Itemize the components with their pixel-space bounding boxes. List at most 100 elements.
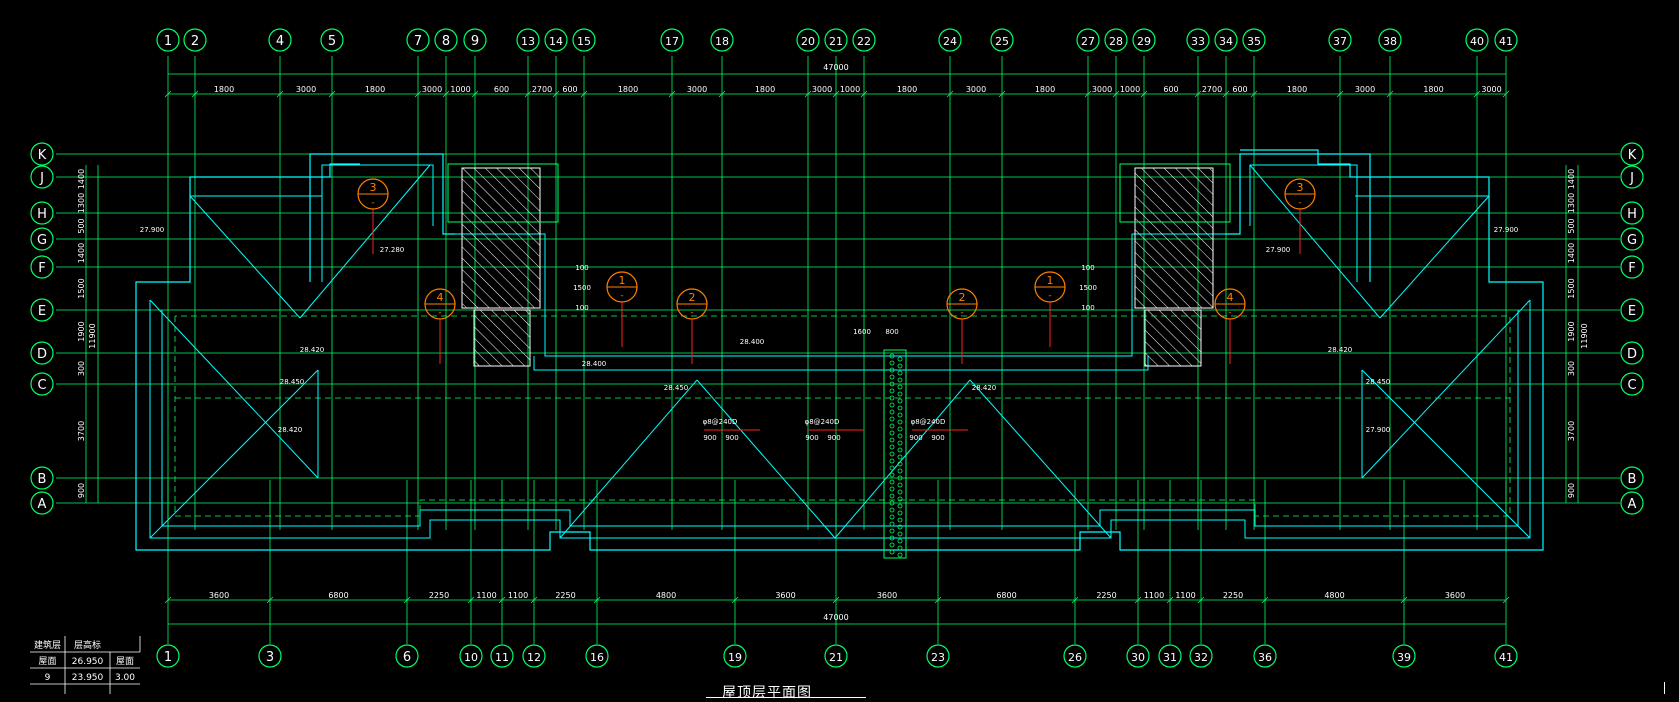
joint-dot xyxy=(889,409,895,415)
dim-tick xyxy=(276,90,284,98)
axis-bubble-label: E xyxy=(1628,304,1636,319)
axis-bubble-circle xyxy=(572,28,596,52)
axis-top-33: 33 xyxy=(1186,28,1210,52)
dim-tick xyxy=(1473,90,1481,98)
axis-bubble-circle xyxy=(522,644,546,668)
small-annotation: 900 xyxy=(909,434,922,442)
axis-right-J: J xyxy=(1620,165,1644,189)
section-tag-number: 2 xyxy=(689,291,696,304)
dim-left-value: 3700 xyxy=(77,421,86,441)
axis-bottom-41: 41 xyxy=(1494,644,1518,668)
joint-dot xyxy=(889,430,895,436)
joint-dot xyxy=(889,381,895,387)
axis-top-9: 9 xyxy=(463,28,487,52)
joint-dot xyxy=(889,367,895,373)
table-cell: 26.950 xyxy=(72,657,104,667)
axis-bubble-label: 28 xyxy=(1109,35,1123,48)
dim-tick xyxy=(1502,596,1510,604)
dim-left-value: 1400 xyxy=(77,169,86,189)
dim-tick xyxy=(718,90,726,98)
axis-bubble-circle xyxy=(30,341,54,365)
axis-bubble-circle xyxy=(852,28,876,52)
dim-bottom-value: 1100 xyxy=(508,591,528,600)
axis-bubble-label: 22 xyxy=(857,35,871,48)
axis-bubble-circle xyxy=(1242,28,1266,52)
axis-top-18: 18 xyxy=(710,28,734,52)
dim-tick xyxy=(328,90,336,98)
dim-tick xyxy=(946,90,954,98)
section-tag-number: 4 xyxy=(1227,291,1234,304)
dim-right-value: 900 xyxy=(1567,483,1576,498)
section-tag-2: 2- xyxy=(946,288,978,364)
dim-top-value: 600 xyxy=(1163,85,1178,94)
axis-bubble-label: 41 xyxy=(1499,35,1513,48)
axis-top-21: 21 xyxy=(824,28,848,52)
axis-bubble-label: 1 xyxy=(164,34,172,49)
axis-bubble-circle xyxy=(1620,227,1644,251)
axis-bubble-circle xyxy=(1126,644,1150,668)
axis-bubble-circle xyxy=(156,28,180,52)
axis-bubble-label: B xyxy=(38,472,47,487)
axis-bubble-label: K xyxy=(1628,148,1637,163)
axis-bubble-circle xyxy=(938,28,962,52)
dim-tick xyxy=(1336,90,1344,98)
dim-tick xyxy=(1112,90,1120,98)
axis-bubble-label: H xyxy=(37,207,47,222)
axis-bottom-11: 11 xyxy=(490,644,514,668)
right-tower-inner xyxy=(1249,164,1358,282)
small-annotation: 1500 xyxy=(1079,284,1097,292)
dim-top-value: 1800 xyxy=(755,85,775,94)
small-annotation: 900 xyxy=(725,434,738,442)
axis-bubble-label: 18 xyxy=(715,35,729,48)
axis-bubble-circle xyxy=(1186,28,1210,52)
dim-bottom-value: 2250 xyxy=(555,591,575,600)
joint-dot xyxy=(897,517,903,523)
axis-bubble-label: 24 xyxy=(943,35,957,48)
dim-top-value: 3000 xyxy=(1481,85,1501,94)
axis-right-K: K xyxy=(1620,142,1644,166)
axis-top-20: 20 xyxy=(796,28,820,52)
joint-dot xyxy=(889,458,895,464)
section-tag-number: 1 xyxy=(619,274,626,287)
section-tag-4: 4- xyxy=(424,288,456,364)
dim-tick xyxy=(164,596,172,604)
joint-dot xyxy=(889,493,895,499)
dim-tick xyxy=(832,596,840,604)
roof-slope-6 xyxy=(696,379,836,539)
joint-dot xyxy=(897,426,903,432)
axis-bubble-label: 14 xyxy=(549,35,563,48)
axis-bubble-label: C xyxy=(1627,378,1636,393)
axis-bubble-label: A xyxy=(1628,497,1637,512)
elevation-label: 28.450 xyxy=(280,378,305,386)
elevation-label: 28.400 xyxy=(740,338,765,346)
axis-bubble-label: H xyxy=(1627,207,1637,222)
shaft-hatch-3 xyxy=(1144,309,1202,367)
dim-right-value: 300 xyxy=(1567,361,1576,376)
joint-dot xyxy=(889,360,895,366)
axis-bubble-circle xyxy=(710,28,734,52)
axis-bubble-circle xyxy=(544,28,568,52)
drawing-title: 屋顶层平面图 xyxy=(722,685,812,701)
axis-bubble-circle xyxy=(30,142,54,166)
joint-dot xyxy=(889,388,895,394)
axis-bubble-circle xyxy=(1620,142,1644,166)
joint-dot xyxy=(889,465,895,471)
axis-bubble-label: G xyxy=(1627,233,1637,248)
small-annotation: 900 xyxy=(931,434,944,442)
small-annotation: 800 xyxy=(885,328,898,336)
axis-bottom-21: 21 xyxy=(824,644,848,668)
joint-dot xyxy=(897,496,903,502)
axis-bubble-label: 2 xyxy=(191,34,199,49)
dim-tick xyxy=(191,90,199,98)
joint-dot xyxy=(897,447,903,453)
dim-bottom-value: 3600 xyxy=(775,591,795,600)
joint-dot xyxy=(897,405,903,411)
axis-bubble-circle xyxy=(1328,28,1352,52)
dim-left-value: 1300 xyxy=(77,193,86,213)
small-annotation: φ8@240D xyxy=(703,418,738,426)
joint-dot xyxy=(889,514,895,520)
joint-dot xyxy=(897,363,903,369)
dim-right-value: 1500 xyxy=(1567,278,1576,298)
joint-dot xyxy=(897,538,903,544)
